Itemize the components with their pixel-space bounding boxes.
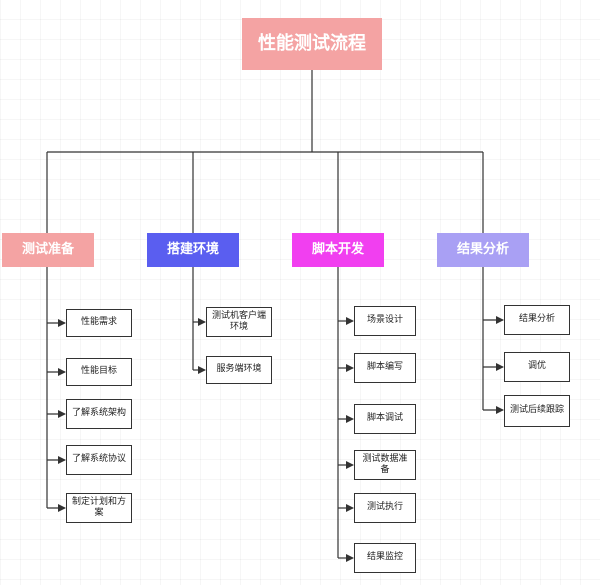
leaf-label: 脚本调试 [366,413,403,424]
leaf-label: 制定计划和方案 [71,496,126,518]
root-node: 性能测试流程 [242,18,382,70]
leaf-label: 调优 [527,361,546,372]
leaf-node: 测试后续跟踪 [504,395,570,427]
leaf-node: 服务端环境 [206,356,272,384]
leaf-label: 场景设计 [366,315,403,326]
leaf-label: 性能需求 [80,317,117,328]
leaf-node: 了解系统架构 [66,399,132,429]
leaf-label: 测试执行 [366,502,403,513]
leaf-node: 结果分析 [504,305,570,335]
category-label: 测试准备 [21,241,74,257]
leaf-node: 性能目标 [66,358,132,386]
leaf-node: 结果监控 [354,543,416,573]
category-node-analysis: 结果分析 [437,233,529,267]
leaf-label: 测试机客户端环境 [211,310,266,332]
leaf-node: 调优 [504,352,570,382]
leaf-node: 脚本编写 [354,353,416,383]
leaf-label: 了解系统协议 [71,454,126,465]
leaf-label: 测试后续跟踪 [509,405,564,416]
leaf-label: 结果监控 [366,552,403,563]
leaf-node: 测试执行 [354,493,416,523]
category-node-script: 脚本开发 [292,233,384,267]
category-label: 脚本开发 [311,241,364,257]
leaf-label: 了解系统架构 [71,408,126,419]
leaf-node: 制定计划和方案 [66,493,132,523]
root-label: 性能测试流程 [258,32,366,54]
leaf-label: 测试数据准备 [362,453,408,475]
leaf-label: 结果分析 [518,314,555,325]
category-label: 结果分析 [456,241,509,257]
leaf-label: 脚本编写 [366,362,403,373]
leaf-node: 了解系统协议 [66,445,132,475]
leaf-node: 性能需求 [66,309,132,337]
leaf-node: 测试机客户端环境 [206,307,272,337]
leaf-label: 性能目标 [80,366,117,377]
leaf-node: 脚本调试 [354,404,416,434]
category-label: 搭建环境 [166,241,219,257]
leaf-node: 测试数据准备 [354,450,416,480]
leaf-node: 场景设计 [354,306,416,336]
category-node-prep: 测试准备 [2,233,94,267]
category-node-env: 搭建环境 [147,233,239,267]
leaf-label: 服务端环境 [216,364,262,375]
